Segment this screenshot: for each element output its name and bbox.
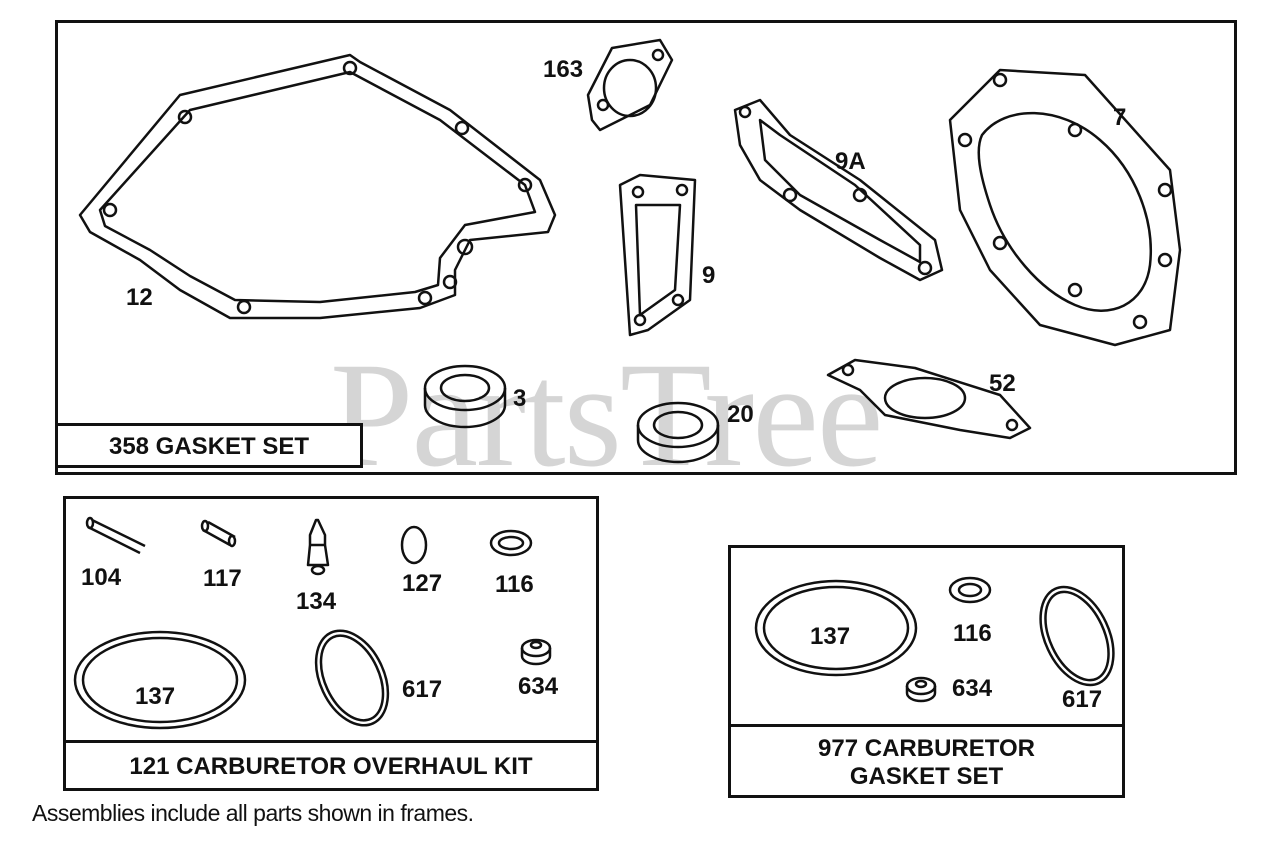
ring-137-b-drawing xyxy=(754,579,918,677)
pin-104-drawing xyxy=(85,516,146,555)
assemblies-caption: Assemblies include all parts shown in fr… xyxy=(32,800,474,826)
plug-127-drawing xyxy=(400,525,428,565)
part-12-label: 12 xyxy=(126,284,153,311)
kit-part-117-label: 117 xyxy=(203,565,242,592)
carb-gasket-set-title-line1: 977 CARBURETOR xyxy=(818,735,1035,762)
needle-134-drawing xyxy=(306,518,330,576)
part-20-label: 20 xyxy=(727,401,754,428)
kit-part-634-label: 634 xyxy=(518,673,559,700)
kit-part-116-label: 116 xyxy=(495,571,534,598)
seal-3-drawing xyxy=(423,364,507,429)
ring-617-drawing xyxy=(314,629,390,727)
gasket-set-title-text: 358 GASKET SET xyxy=(108,433,310,460)
part-7-label: 7 xyxy=(1113,104,1127,131)
part-3-label: 3 xyxy=(513,385,527,412)
washer-634-b-drawing xyxy=(905,676,937,703)
gasket-163-drawing xyxy=(586,38,674,132)
washer-116-b-drawing xyxy=(948,576,992,604)
gasket-set-frame xyxy=(55,20,1237,475)
gasket-52-drawing xyxy=(826,358,1032,440)
carb-part-116-label: 116 xyxy=(953,620,992,647)
gasket-12-drawing xyxy=(78,53,557,320)
overhaul-kit-title: 121 CARBURETOR OVERHAUL KIT xyxy=(63,740,599,791)
kit-part-134-label: 134 xyxy=(296,588,337,615)
part-52-label: 52 xyxy=(989,370,1016,397)
kit-part-617-label: 617 xyxy=(402,676,443,703)
carb-part-137-label: 137 xyxy=(810,623,851,650)
kit-part-137-label: 137 xyxy=(135,683,176,710)
gasket-9a-drawing xyxy=(733,98,944,282)
ring-137-drawing xyxy=(73,630,247,730)
overhaul-kit-title-text: 121 CARBURETOR OVERHAUL KIT xyxy=(129,753,533,780)
gasket-set-title: 358 GASKET SET xyxy=(55,423,363,468)
part-9a-label: 9A xyxy=(835,148,866,175)
carb-gasket-set-title: 977 CARBURETOR GASKET SET xyxy=(728,724,1125,798)
part-9-label: 9 xyxy=(702,262,716,289)
washer-634-drawing xyxy=(520,638,552,666)
carb-part-617-label: 617 xyxy=(1062,686,1103,713)
pin-117-drawing xyxy=(200,519,237,548)
seal-20-drawing xyxy=(636,401,720,464)
washer-116-drawing xyxy=(489,529,533,557)
kit-part-104-label: 104 xyxy=(81,564,122,591)
ring-617-b-drawing xyxy=(1039,585,1115,687)
carb-gasket-set-title-line2: GASKET SET xyxy=(849,763,1004,790)
gasket-7-drawing xyxy=(948,68,1182,347)
kit-part-127-label: 127 xyxy=(402,570,443,597)
gasket-9-drawing xyxy=(618,173,697,337)
carb-part-634-label: 634 xyxy=(952,675,993,702)
part-163-label: 163 xyxy=(543,56,584,83)
